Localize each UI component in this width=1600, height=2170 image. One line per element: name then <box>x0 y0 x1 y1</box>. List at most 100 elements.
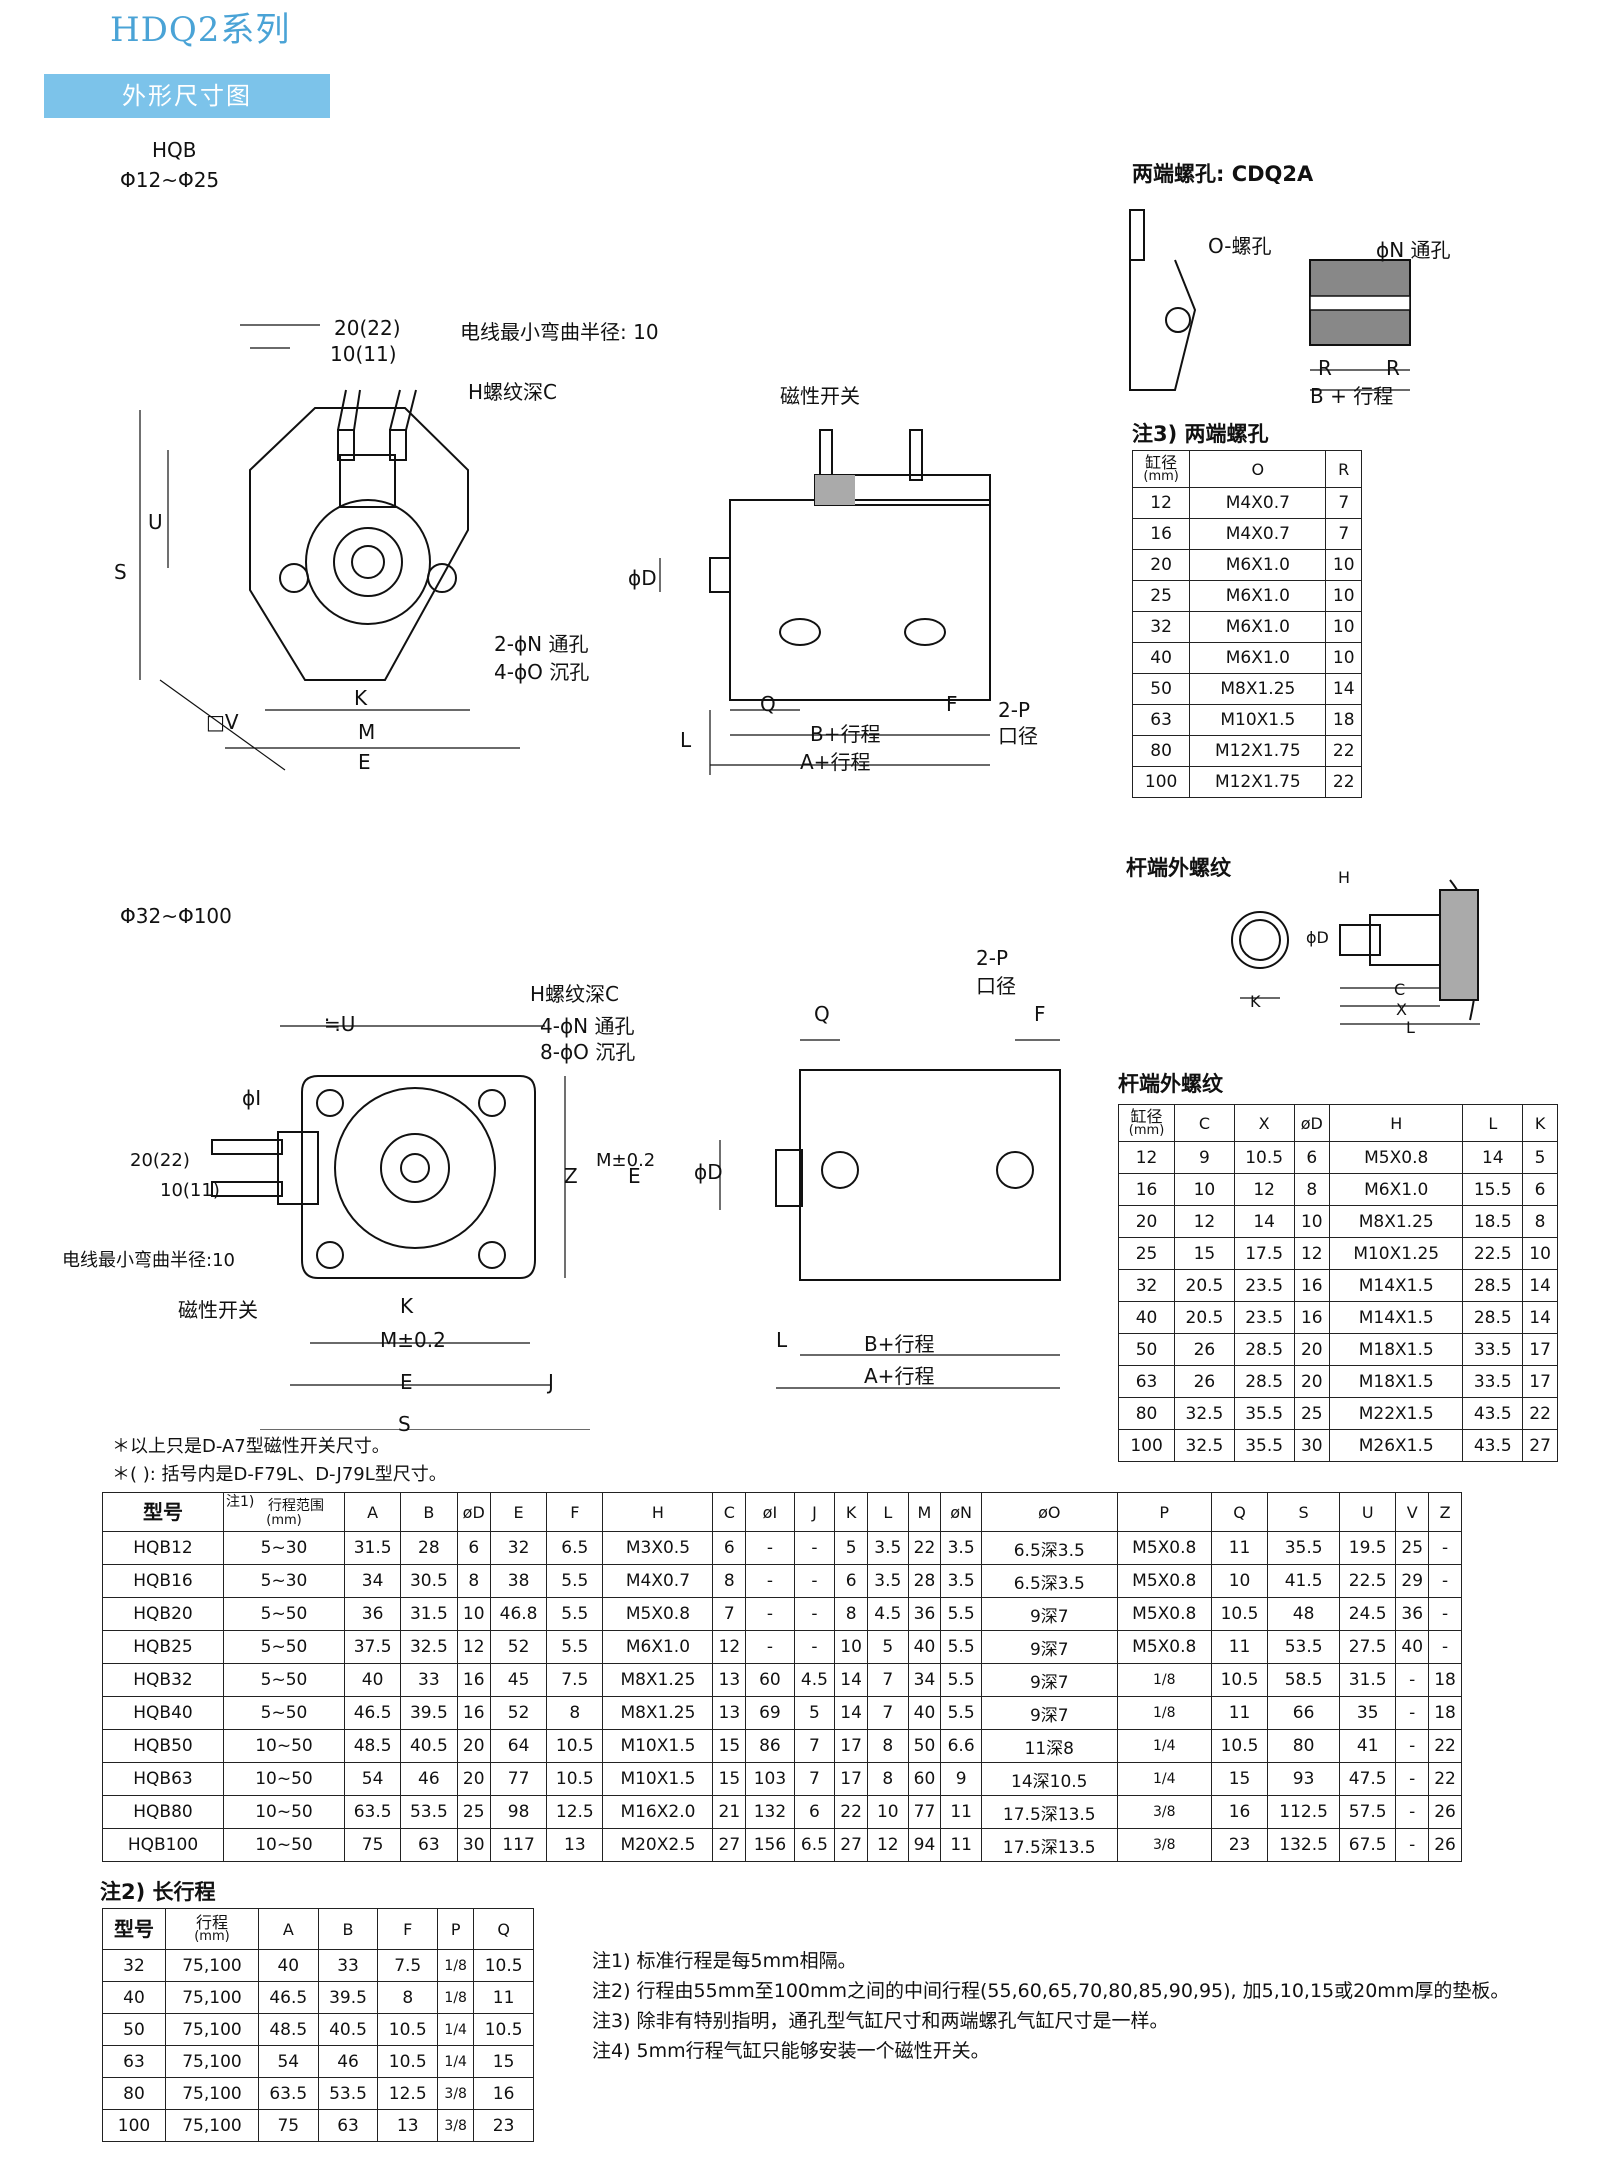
ls-header-5: P <box>437 1908 475 1950</box>
main-cell: 18 <box>1428 1696 1462 1730</box>
main-cell: HQB20 <box>102 1597 224 1631</box>
main-cell: 10.5 <box>1210 1597 1269 1631</box>
rod-cell: 10.5 <box>1233 1141 1295 1174</box>
main-cell: 12.5 <box>546 1795 604 1829</box>
main-cell: 80 <box>1267 1729 1341 1763</box>
rod-cell: M5X0.8 <box>1329 1141 1464 1174</box>
main-cell: M6X1.0 <box>602 1630 714 1664</box>
dim-Z: Z <box>564 1164 578 1188</box>
main-cell: 7 <box>866 1696 909 1730</box>
main-header-18: V <box>1395 1492 1430 1532</box>
eh-cell: 18 <box>1325 704 1362 736</box>
rod-cell: 32.5 <box>1174 1397 1235 1430</box>
ls-cell: 54 <box>257 2045 319 2078</box>
main-cell: - <box>1428 1531 1462 1565</box>
main-cell: 63.5 <box>343 1795 402 1829</box>
eh-header-bore-text: 缸径 <box>1145 453 1178 472</box>
main-cell: 53.5 <box>400 1795 458 1829</box>
rod-cell: 100 <box>1117 1429 1176 1462</box>
main-cell: 12 <box>712 1630 747 1664</box>
rod-cell: 20 <box>1117 1205 1176 1238</box>
main-cell: 46.5 <box>343 1696 402 1730</box>
main-cell: M8X1.25 <box>602 1696 714 1730</box>
main-cell: M5X0.8 <box>1116 1630 1212 1664</box>
main-cell: 46.8 <box>489 1597 548 1631</box>
main-cell: 57.5 <box>1339 1795 1397 1829</box>
rod-header-5: L <box>1462 1104 1524 1142</box>
small-bore-side-drawing <box>659 429 991 775</box>
main-header-model: 型号 <box>102 1492 224 1532</box>
ls-cell: 10.5 <box>377 2045 439 2078</box>
note-3: 注3) 除非有特别指明，通孔型气缸尺寸和两端螺孔气缸尺寸是一样。 <box>592 2010 1169 2032</box>
main-cell: 26 <box>1428 1828 1462 1862</box>
ls-cell: 80 <box>102 2077 166 2110</box>
rod-cell: 25 <box>1293 1397 1331 1430</box>
footnote-1: ＊以上只是D-A7型磁性开关尺寸。 <box>112 1436 390 1457</box>
end-holes-title: 两端螺孔: CDQ2A <box>1132 162 1314 186</box>
rod-cell: 22.5 <box>1462 1237 1524 1270</box>
main-cell: 77 <box>489 1762 548 1796</box>
main-cell: 40.5 <box>400 1729 458 1763</box>
rod-phiD-label: ϕD <box>1306 928 1329 947</box>
main-cell: M3X0.5 <box>602 1531 714 1565</box>
main-cell: 9深7 <box>980 1696 1118 1730</box>
main-cell: 22 <box>1428 1762 1462 1796</box>
ls-cell: 40 <box>257 1949 319 1982</box>
main-cell: 15 <box>712 1729 747 1763</box>
main-cell: 10 <box>834 1630 868 1664</box>
rod-cell: 43.5 <box>1462 1429 1524 1462</box>
main-cell: 4.5 <box>793 1663 836 1697</box>
main-header-7: øI <box>745 1492 795 1532</box>
rod-cell: 63 <box>1117 1365 1176 1398</box>
main-cell: 46 <box>400 1762 458 1796</box>
main-cell: 47.5 <box>1339 1762 1397 1796</box>
main-cell: M5X0.8 <box>1116 1531 1212 1565</box>
eh-cell: M12X1.75 <box>1189 766 1327 798</box>
main-cell: 5~50 <box>223 1696 345 1730</box>
main-header-15: Q <box>1210 1492 1269 1532</box>
rod-cell: 12 <box>1233 1173 1295 1206</box>
main-header-17: U <box>1339 1492 1397 1532</box>
main-header-11: M <box>907 1492 942 1532</box>
main-cell: 75 <box>343 1828 402 1862</box>
ls-cell: 1/8 <box>437 1949 475 1982</box>
dim-M: M <box>358 720 376 744</box>
main-cell: - <box>1428 1597 1462 1631</box>
dim-10-11: 10(11) <box>330 342 397 366</box>
main-cell: 30 <box>456 1828 491 1862</box>
main-cell: - <box>745 1531 795 1565</box>
ls-cell: 75,100 <box>165 2013 259 2046</box>
eh-cell: M6X1.0 <box>1189 580 1327 612</box>
main-cell: 94 <box>907 1828 942 1862</box>
switch-label-large: 磁性开关 <box>178 1298 258 1322</box>
ls-cell: 15 <box>473 2045 534 2078</box>
main-cell: 7 <box>793 1729 836 1763</box>
dim-M-bottom: M±0.2 <box>380 1328 446 1352</box>
main-cell: 23 <box>1210 1828 1269 1862</box>
main-cell: M8X1.25 <box>602 1663 714 1697</box>
main-cell: 10~50 <box>223 1729 345 1763</box>
main-cell: 36 <box>907 1597 942 1631</box>
main-cell: M5X0.8 <box>1116 1564 1212 1598</box>
main-header-19: Z <box>1428 1492 1462 1532</box>
ls-cell: 13 <box>377 2109 439 2142</box>
eh-header-O: O <box>1189 450 1327 488</box>
rod-cell: M14X1.5 <box>1329 1269 1464 1302</box>
rod-end-detail-title: 杆端外螺纹 <box>1126 856 1231 880</box>
holes-counterbore-label: 4-ϕO 沉孔 <box>494 660 590 684</box>
main-cell: 8 <box>712 1564 747 1598</box>
main-cell: 10.5 <box>546 1729 604 1763</box>
dim-Q-small: Q <box>760 692 776 716</box>
ls-cell: 63.5 <box>257 2077 319 2110</box>
main-cell: 6 <box>834 1564 868 1598</box>
rod-header-6: K <box>1522 1104 1558 1142</box>
main-cell: 6.5 <box>793 1828 836 1862</box>
